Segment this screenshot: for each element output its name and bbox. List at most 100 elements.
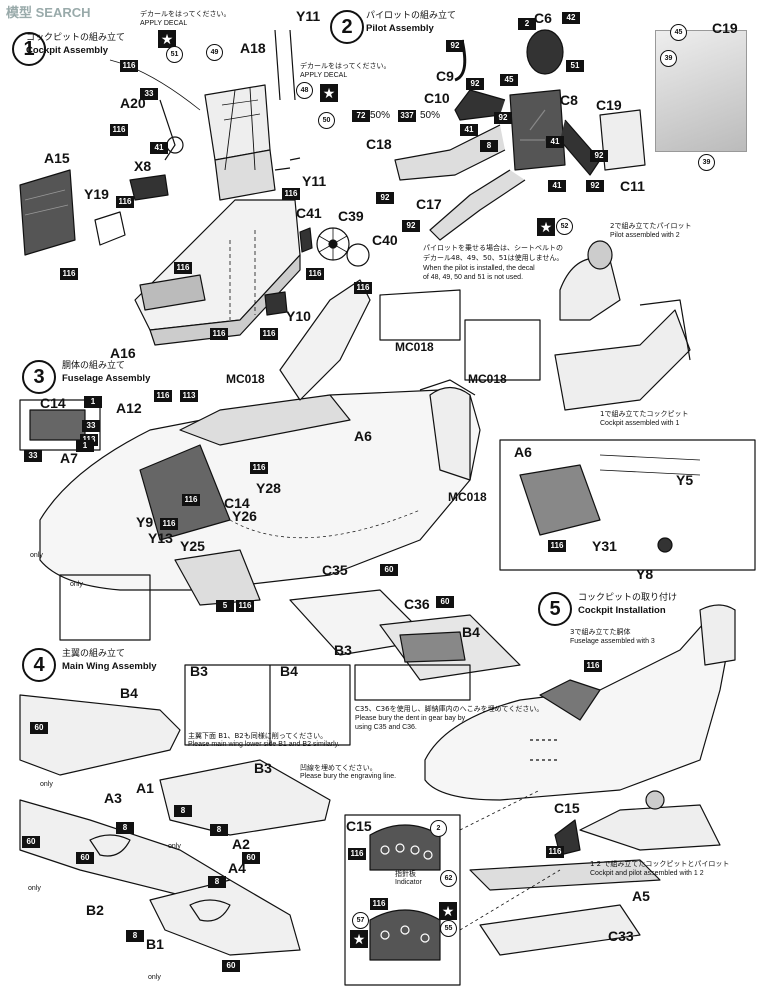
color-code-box: 116 bbox=[120, 60, 138, 72]
color-code-box: 8 bbox=[174, 805, 192, 817]
color-code-ring: 45 bbox=[670, 24, 687, 41]
lower-wing-note-en: Please main wing lower side B1 and B2 si… bbox=[188, 741, 340, 748]
part-x8 bbox=[129, 174, 169, 201]
color-code-ring: 39 bbox=[698, 154, 715, 171]
seat-back-a18 bbox=[204, 84, 271, 161]
color-code-72: 72 bbox=[352, 110, 370, 122]
dent-note-en-2: using C35 and C36. bbox=[355, 724, 417, 731]
part-label: A6 bbox=[354, 428, 372, 444]
color-code-box: 51 bbox=[566, 60, 584, 72]
color-code-box: 42 bbox=[562, 12, 580, 24]
decal-note-2-jp: デカールをはってください。 bbox=[300, 62, 391, 70]
color-code-ring: 39 bbox=[660, 50, 677, 67]
color-code-box: 116 bbox=[354, 282, 372, 294]
part-label: B4 bbox=[120, 685, 138, 701]
step-number-3: 3 bbox=[22, 360, 56, 394]
part-label: A20 bbox=[120, 95, 146, 111]
mix-50-a: 50% bbox=[370, 110, 391, 121]
insert-detail-box bbox=[499, 439, 756, 571]
part-label: A5 bbox=[632, 888, 650, 904]
part-label: C33 bbox=[608, 928, 634, 944]
color-code-box: 33 bbox=[140, 88, 158, 100]
part-label: C17 bbox=[416, 196, 442, 212]
pilot-note-en-1: When the pilot is installed, the decal bbox=[423, 265, 535, 272]
step-title-4-jp: 主翼の組み立て bbox=[62, 649, 126, 659]
color-code-box: 113 bbox=[180, 390, 198, 402]
fin bbox=[429, 386, 471, 481]
part-label: Y10 bbox=[286, 308, 311, 324]
engraving-note-jp: 凹線を埋めてください。 bbox=[300, 764, 377, 772]
part-label: Y31 bbox=[592, 538, 617, 554]
part-label: A16 bbox=[110, 345, 136, 361]
part-y19 bbox=[94, 211, 126, 246]
part-label: C14 bbox=[224, 495, 250, 511]
part-label: C6 bbox=[534, 10, 552, 26]
color-code-box: 8 bbox=[210, 824, 228, 836]
pilot-torso bbox=[509, 89, 566, 171]
color-code-box: 116 bbox=[210, 328, 228, 340]
color-code-box: 116 bbox=[584, 660, 602, 672]
part-label: A6 bbox=[514, 444, 532, 460]
color-code-box: 8 bbox=[116, 822, 134, 834]
step-title-1-en: Cockpit Assembly bbox=[26, 45, 109, 56]
color-code-box: 116 bbox=[282, 188, 300, 200]
part-label: C11 bbox=[620, 178, 645, 194]
decal-star-icon: ★ bbox=[439, 902, 457, 920]
color-code-box: 60 bbox=[22, 836, 40, 848]
color-code-box: 60 bbox=[30, 722, 48, 734]
caption-cockpit-en: Cockpit assembled with 1 bbox=[600, 420, 680, 427]
part-label: MC018 bbox=[226, 372, 265, 386]
color-code-box: 60 bbox=[242, 852, 260, 864]
step-title-1-jp: コックピットの組み立て bbox=[26, 33, 126, 43]
part-label: C41 bbox=[296, 205, 322, 221]
part-label: C8 bbox=[560, 92, 578, 108]
color-code-box: 116 bbox=[306, 268, 324, 280]
part-label: C39 bbox=[338, 208, 364, 224]
color-code-box: 41 bbox=[460, 124, 478, 136]
color-code-box: 116 bbox=[260, 328, 278, 340]
only-label: only bbox=[148, 974, 161, 981]
step-title-3-en: Fuselage Assembly bbox=[62, 373, 151, 384]
decal-number: 49 bbox=[206, 44, 223, 61]
lower-wing-note-jp: 主翼下面 B1、B2も同様に削ってください。 bbox=[188, 732, 328, 740]
decal-note-jp: デカールをはってください。 bbox=[140, 10, 231, 18]
color-code-box: 41 bbox=[546, 136, 564, 148]
part-label: Y28 bbox=[256, 480, 281, 496]
step-number-5: 5 bbox=[538, 592, 572, 626]
part-label: C35 bbox=[322, 562, 348, 578]
part-label: A7 bbox=[60, 450, 78, 466]
part-label: C14 bbox=[40, 395, 66, 411]
part-label: X8 bbox=[134, 158, 152, 174]
color-code-box: 116 bbox=[548, 540, 566, 552]
part-label: B3 bbox=[334, 642, 352, 658]
seat-harness bbox=[224, 87, 256, 171]
part-label: C9 bbox=[436, 68, 454, 84]
color-code-box: 41 bbox=[548, 180, 566, 192]
step-number-1: 1 bbox=[12, 32, 46, 66]
decal-number: 48 bbox=[296, 82, 313, 99]
engraving-note-en: Please bury the engraving line. bbox=[300, 773, 397, 780]
color-code-ring: 62 bbox=[440, 870, 457, 887]
part-label: Y9 bbox=[136, 514, 154, 530]
part-label: C10 bbox=[424, 90, 450, 106]
color-code-box: 8 bbox=[208, 876, 226, 888]
color-code-box: 116 bbox=[60, 268, 78, 280]
part-label: C19 bbox=[712, 20, 738, 36]
floor-a5 bbox=[469, 859, 661, 891]
color-code-337: 337 bbox=[398, 110, 416, 122]
decal-number: 52 bbox=[556, 218, 573, 235]
watermark-logo: 模型 SEARCH bbox=[6, 5, 91, 20]
color-code-box: 8 bbox=[126, 930, 144, 942]
color-code-box: 116 bbox=[160, 518, 178, 530]
indicator-label-en: Indicator bbox=[395, 879, 422, 886]
color-code-box: 116 bbox=[174, 262, 192, 274]
color-code-box: 41 bbox=[150, 142, 168, 154]
color-code-box: 8 bbox=[480, 140, 498, 152]
decal-note-2-en: APPLY DECAL bbox=[300, 72, 348, 79]
caption-fuselage-jp: 3で組み立てた胴体 bbox=[570, 628, 631, 636]
color-code-box: 116 bbox=[116, 196, 134, 208]
only-label: only bbox=[30, 552, 43, 559]
part-label: Y26 bbox=[232, 508, 257, 524]
part-label: A2 bbox=[232, 836, 250, 852]
